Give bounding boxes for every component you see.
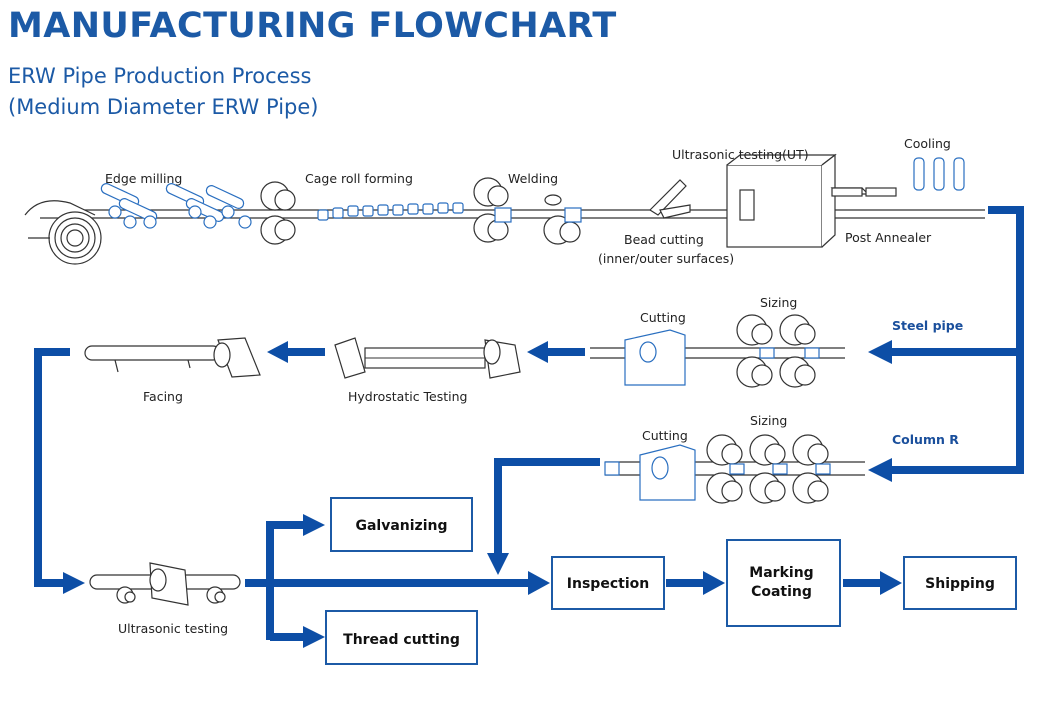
box-thread-cutting-label: Thread cutting: [343, 632, 460, 648]
page-subtitle-line-1: ERW Pipe Production Process: [8, 64, 312, 88]
annealer-blocks: [830, 187, 897, 197]
arrow-to-facing: [267, 341, 288, 363]
cooling-nozzles: [913, 157, 965, 191]
label-edge-milling: Edge milling: [105, 171, 182, 186]
ut-station: [726, 153, 837, 248]
bead-cutting-tool: [649, 179, 691, 219]
flow-arrows: [34, 206, 1024, 648]
label-post-annealer: Post Annealer: [845, 230, 932, 245]
label-cooling: Cooling: [904, 136, 951, 151]
label-sizing-1: Sizing: [760, 295, 797, 310]
label-ultrasonic-testing-ut: Ultrasonic testing(UT): [672, 147, 809, 162]
box-thread-cutting: Thread cutting: [325, 610, 478, 665]
arrow-to-shipping: [880, 571, 902, 595]
arrow-to-marking: [703, 571, 725, 595]
label-welding: Welding: [508, 171, 558, 186]
label-steel-pipe: Steel pipe: [892, 318, 963, 333]
arrow-to-sizing-1: [868, 340, 892, 364]
sizing-2-machine: [604, 434, 865, 504]
arrow-to-galvanizing: [303, 514, 325, 536]
label-sizing-2: Sizing: [750, 413, 787, 428]
sizing-1-machine: [590, 314, 845, 388]
box-shipping-label: Shipping: [925, 576, 995, 592]
box-galvanizing: Galvanizing: [330, 497, 473, 552]
label-cutting-2: Cutting: [642, 428, 688, 443]
arrow-to-ultrasonic: [63, 572, 85, 594]
hydrostatic-testing-machine: [334, 337, 521, 379]
label-facing: Facing: [143, 389, 183, 404]
arrow-to-sizing-2: [868, 458, 892, 482]
welding-rolls: [473, 177, 582, 245]
steel-coil: [24, 200, 102, 265]
forming-rolls: [260, 181, 296, 245]
arrow-to-thread-cutting: [303, 626, 325, 648]
arrow-down-to-inspection: [487, 553, 509, 575]
main-pipe-line: [40, 209, 985, 219]
box-marking-coating: Marking Coating: [726, 539, 841, 627]
label-cage-roll-forming: Cage roll forming: [305, 171, 413, 186]
facing-machine: [84, 337, 261, 378]
box-inspection: Inspection: [551, 556, 665, 610]
cage-roll-forming-line: [317, 202, 464, 221]
label-cutting-1: Cutting: [640, 310, 686, 325]
box-galvanizing-label: Galvanizing: [355, 518, 447, 534]
box-marking-label: Marking: [749, 565, 813, 581]
page-subtitle-line-2: (Medium Diameter ERW Pipe): [8, 95, 319, 119]
box-coating-label: Coating: [751, 584, 812, 600]
arrow-to-hydrostatic: [527, 341, 548, 363]
edge-milling-machine: [100, 183, 252, 229]
box-shipping: Shipping: [903, 556, 1017, 610]
label-column-r: Column R: [892, 432, 959, 447]
label-bead-cutting-surfaces: (inner/outer surfaces): [598, 251, 734, 266]
arrow-to-inspection: [528, 571, 550, 595]
ultrasonic-testing-machine: [89, 562, 241, 606]
label-bead-cutting: Bead cutting: [624, 232, 704, 247]
box-inspection-label: Inspection: [567, 576, 649, 592]
label-ultrasonic-testing: Ultrasonic testing: [118, 621, 228, 636]
label-hydrostatic-testing: Hydrostatic Testing: [348, 389, 467, 404]
page-title: MANUFACTURING FLOWCHART: [8, 6, 617, 46]
